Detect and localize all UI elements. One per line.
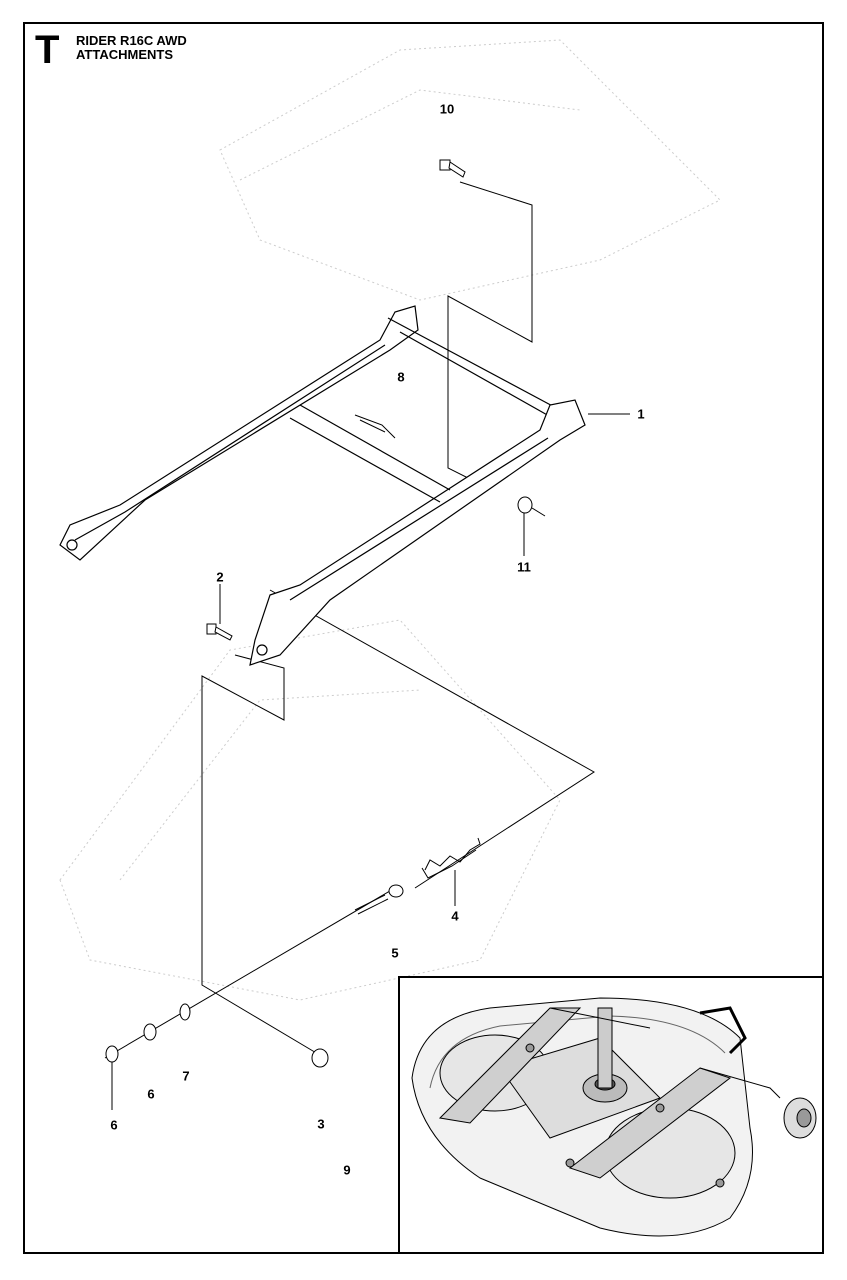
nut-6b [105, 1045, 119, 1063]
spring-clip [354, 414, 396, 439]
callout-5: 5 [391, 945, 399, 961]
lift-handle [699, 1006, 747, 1055]
section-letter: T [35, 28, 60, 72]
belt-cover [499, 1037, 661, 1139]
nut-6a [143, 1023, 157, 1041]
spring-4 [421, 837, 481, 879]
title-section: ATTACHMENTS [76, 47, 174, 62]
nut-11 [517, 496, 546, 517]
callout-10: 10 [439, 101, 455, 117]
eyebolt-5 [354, 884, 404, 915]
mower-deck-illustration [411, 997, 817, 1237]
leader-lines [111, 413, 630, 1110]
callout-9: 9 [343, 1162, 351, 1178]
guide-lines [104, 181, 595, 1059]
nut-3 [311, 1048, 329, 1068]
bolt-10 [439, 159, 466, 178]
callout-3: 3 [317, 1116, 325, 1132]
callout-8: 8 [397, 369, 405, 385]
callout-1: 1 [637, 406, 645, 422]
frame-arm-right [568, 1067, 732, 1179]
callout-4: 4 [451, 908, 459, 924]
hitch-frame [59, 305, 586, 666]
inset-assembly-view [398, 976, 824, 1254]
frame-arm-left [438, 1007, 582, 1124]
callout-6-upper: 6 [147, 1086, 155, 1102]
title-block: RIDER R16C AWD ATTACHMENTS [76, 34, 187, 62]
ghost-mower-body [59, 39, 721, 1001]
callout-6-lower: 6 [110, 1117, 118, 1133]
bolt-2 [206, 623, 233, 641]
washer-7 [179, 1003, 191, 1021]
title-model: RIDER R16C AWD [76, 33, 187, 48]
drive-post [597, 1007, 613, 1089]
callout-7: 7 [182, 1068, 190, 1084]
callout-11: 11 [517, 559, 531, 575]
callout-2: 2 [216, 569, 224, 585]
